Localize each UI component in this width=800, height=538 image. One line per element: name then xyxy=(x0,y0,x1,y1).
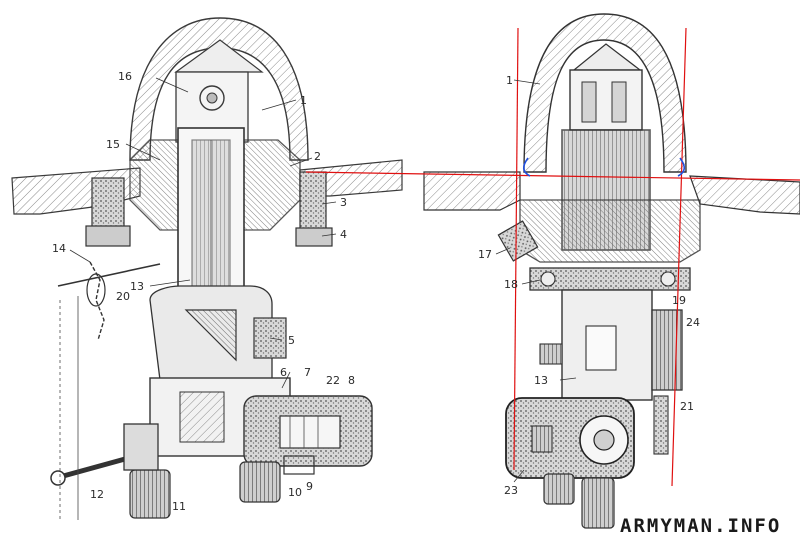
label-21: 21 xyxy=(680,400,694,413)
left-head-lens-center xyxy=(206,92,218,104)
right-eyepiece-knob xyxy=(531,425,553,453)
right-part-labels: 1 17 18 19 24 13 21 23 xyxy=(478,74,700,497)
label-10: 10 xyxy=(288,486,302,499)
right-bottom-knob-2 xyxy=(581,477,615,529)
label-1: 1 xyxy=(300,94,307,107)
label-23: 23 xyxy=(504,484,518,497)
left-eyepiece-window xyxy=(279,415,341,449)
right-ring-nut-2 xyxy=(660,271,676,287)
left-base-inner xyxy=(179,391,225,443)
left-prism-wedge xyxy=(184,309,237,362)
left-leader-lines xyxy=(69,77,337,389)
left-sectional-view xyxy=(11,17,403,520)
right-head-slot-1 xyxy=(581,81,597,123)
left-knob-10 xyxy=(239,461,281,503)
red-guide-vertical-right xyxy=(671,27,687,487)
right-ring-nut-1 xyxy=(540,271,556,287)
right-roof-plate-right xyxy=(689,175,800,215)
label-13: 13 xyxy=(130,280,144,293)
right-knob-13 xyxy=(539,343,563,365)
label-15: 15 xyxy=(106,138,120,151)
label-6: 6 xyxy=(280,366,287,379)
left-knob-11 xyxy=(129,469,171,519)
label-22: 22 xyxy=(326,374,340,387)
right-lower-window xyxy=(585,325,617,371)
left-bracket-9 xyxy=(283,455,315,475)
right-head-slot-2 xyxy=(611,81,627,123)
right-side-bolt xyxy=(299,171,327,231)
label-16: 16 xyxy=(118,70,132,83)
right-head-block xyxy=(569,69,643,131)
right-armor-dome xyxy=(523,13,687,173)
label-4: 4 xyxy=(340,228,347,241)
left-bolt-nut xyxy=(85,225,131,247)
left-rod-20 xyxy=(57,263,161,287)
right-bottom-knob-1 xyxy=(543,473,575,505)
label-r1: 1 xyxy=(506,74,513,87)
blue-mark-right xyxy=(677,157,686,177)
left-side-bolt xyxy=(91,177,125,235)
label-r13: 13 xyxy=(534,374,548,387)
right-bolt-nut xyxy=(295,227,333,247)
red-guide-horizontal xyxy=(305,171,800,181)
right-eyepiece-lens-inner xyxy=(593,429,615,451)
label-12: 12 xyxy=(90,488,104,501)
label-17: 17 xyxy=(478,248,492,261)
left-crank-end xyxy=(50,470,66,486)
right-handle-21 xyxy=(653,395,669,455)
left-chain-loop xyxy=(86,273,106,307)
label-8: 8 xyxy=(348,374,355,387)
label-19: 19 xyxy=(672,294,686,307)
right-bolt-17 xyxy=(497,220,539,262)
label-7: 7 xyxy=(304,366,311,379)
label-18: 18 xyxy=(504,278,518,291)
blue-mark-left xyxy=(522,157,531,177)
label-11: 11 xyxy=(172,500,186,513)
right-collar xyxy=(519,199,701,263)
label-9: 9 xyxy=(306,480,313,493)
left-head-lens xyxy=(199,85,225,111)
label-2: 2 xyxy=(314,150,321,163)
left-crank-12 xyxy=(55,453,137,481)
label-3: 3 xyxy=(340,196,347,209)
watermark: ARMYMAN.INFO xyxy=(620,515,781,537)
label-20: 20 xyxy=(116,290,130,303)
label-14: 14 xyxy=(52,242,66,255)
left-crank-housing xyxy=(123,423,159,471)
label-24: 24 xyxy=(686,316,700,329)
label-5: 5 xyxy=(288,334,295,347)
right-roof-plate-left xyxy=(423,171,521,211)
red-guide-vertical-left xyxy=(513,27,519,471)
right-leader-lines xyxy=(495,79,577,483)
left-part-labels: 16 1 15 2 3 4 14 20 13 5 6 7 22 8 12 11 … xyxy=(52,70,355,513)
right-external-view xyxy=(305,13,800,529)
